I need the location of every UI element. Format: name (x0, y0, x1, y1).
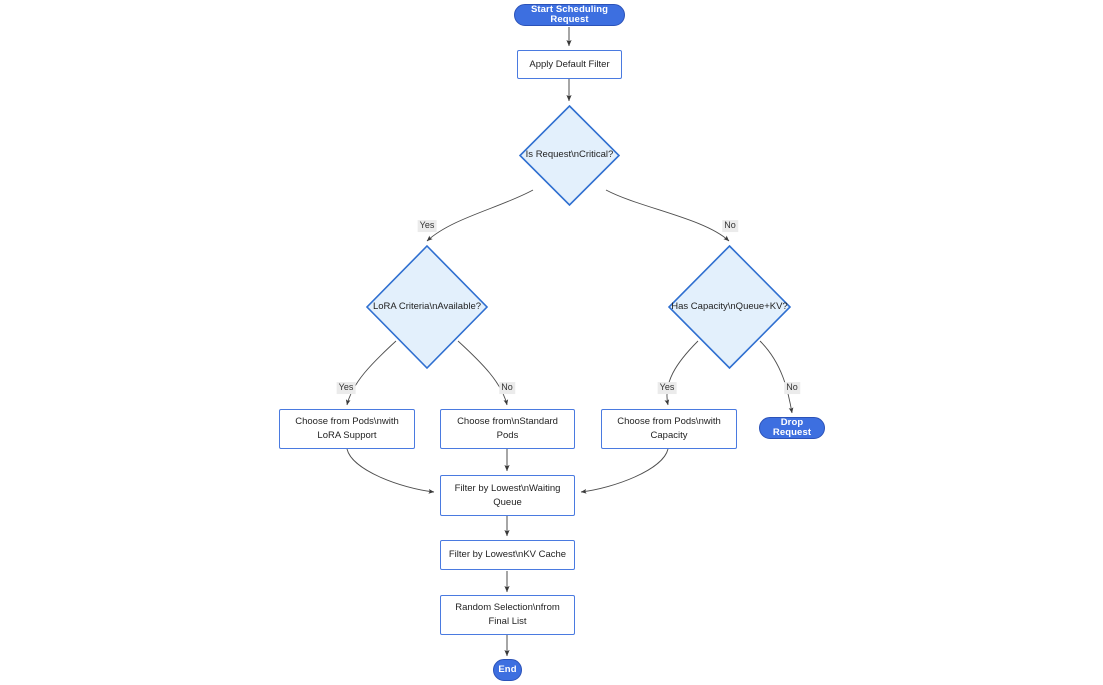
node-has-capacity-label: Has Capacity\nQueue+KV? (671, 300, 788, 312)
node-end[interactable]: End (493, 659, 522, 681)
node-choose-pods-capacity-line1: Choose from Pods\nwith (617, 416, 721, 428)
node-has-capacity[interactable]: Has Capacity\nQueue+KV? (668, 245, 791, 369)
node-choose-pods-lora-support-line1: Choose from Pods\nwith (295, 416, 399, 428)
node-apply-default-filter[interactable]: Apply Default Filter (517, 50, 622, 79)
edge-label-critical-no: No (722, 220, 738, 232)
node-random-selection[interactable]: Random Selection\nfrom Final List (440, 595, 575, 635)
edge-label-critical-no-text: No (724, 220, 736, 231)
diamond-shape-lora-criteria-available (366, 245, 488, 369)
node-is-request-critical-label: Is Request\nCritical? (525, 149, 614, 161)
edge-label-critical-yes: Yes (417, 220, 437, 232)
node-random-selection-line2: Final List (488, 616, 527, 627)
node-filter-lowest-waiting-queue-line1: Filter by Lowest\nWaiting (454, 482, 561, 494)
node-lora-criteria-available-label: LoRA Criteria\nAvailable? (372, 300, 482, 312)
edge-label-capacity-yes-text: Yes (659, 382, 675, 393)
edge-label-lora-yes-text: Yes (338, 382, 354, 393)
edge-label-capacity-no: No (784, 382, 800, 394)
node-filter-lowest-kv-cache[interactable]: Filter by Lowest\nKV Cache (440, 540, 575, 570)
edge-label-critical-yes-text: Yes (419, 220, 435, 231)
edge-label-lora-no-text: No (501, 382, 513, 393)
node-start-label: Start Scheduling Request (530, 3, 609, 25)
node-start[interactable]: Start Scheduling Request (514, 4, 625, 26)
diamond-shape-has-capacity (668, 245, 791, 369)
edge-label-capacity-no-text: No (786, 382, 798, 393)
node-filter-lowest-kv-cache-label: Filter by Lowest\nKV Cache (448, 549, 567, 561)
edge-pods-capacity-to-filter-queue (580, 448, 669, 494)
node-filter-lowest-waiting-queue[interactable]: Filter by Lowest\nWaiting Queue (440, 475, 575, 516)
node-apply-default-filter-label: Apply Default Filter (529, 58, 610, 70)
node-end-label: End (498, 663, 517, 675)
edge-is-critical-yes-to-lora (426, 189, 534, 242)
diamond-shape-is-request-critical (519, 105, 620, 206)
node-choose-standard-pods-line1: Choose from\nStandard (457, 416, 558, 428)
node-filter-lowest-waiting-queue-line2: Queue (493, 496, 522, 508)
node-choose-pods-lora-support-line2: LoRA Support (317, 430, 377, 441)
edge-label-lora-no: No (499, 382, 515, 394)
edge-is-critical-no-to-capacity (605, 189, 730, 242)
edge-pods-lora-to-filter-queue (346, 448, 435, 494)
node-choose-pods-capacity-line2: Capacity (650, 430, 688, 441)
node-random-selection-line1: Random Selection\nfrom (455, 602, 560, 614)
node-choose-standard-pods[interactable]: Choose from\nStandard Pods (440, 409, 575, 449)
node-drop-request-label: Drop Request (772, 416, 812, 438)
node-lora-criteria-available[interactable]: LoRA Criteria\nAvailable? (366, 245, 488, 369)
node-drop-request[interactable]: Drop Request (759, 417, 825, 439)
node-choose-pods-capacity[interactable]: Choose from Pods\nwith Capacity (601, 409, 737, 449)
edge-label-lora-yes: Yes (336, 382, 356, 394)
node-is-request-critical[interactable]: Is Request\nCritical? (519, 105, 620, 206)
node-choose-pods-lora-support[interactable]: Choose from Pods\nwith LoRA Support (279, 409, 415, 449)
edge-label-capacity-yes: Yes (657, 382, 677, 394)
node-choose-standard-pods-line2: Pods (496, 430, 519, 441)
